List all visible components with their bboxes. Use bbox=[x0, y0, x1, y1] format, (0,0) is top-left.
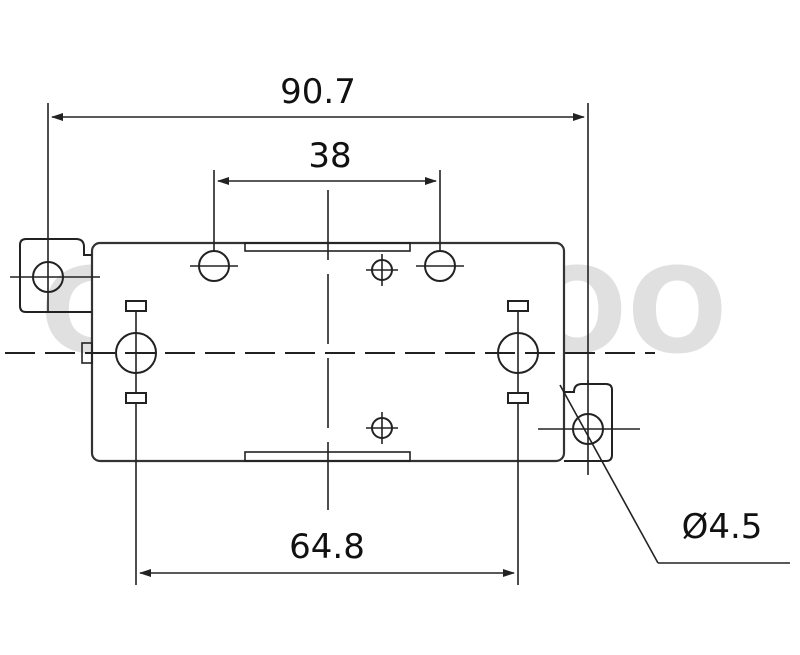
dimension-bottom-spacing: 64.8 bbox=[135, 403, 519, 585]
dimension-top-hole-spacing: 38 bbox=[213, 136, 441, 251]
left-ear-outline bbox=[19, 238, 92, 313]
small-pin-top bbox=[366, 254, 398, 286]
label-bottom-spacing: 64.8 bbox=[289, 527, 365, 567]
right-ear-outline bbox=[564, 383, 613, 462]
left-terminal bbox=[115, 300, 157, 404]
label-hole-diameter: Ø4.5 bbox=[682, 507, 763, 547]
dimension-overall-width: 90.7 bbox=[47, 72, 589, 384]
label-overall-width: 90.7 bbox=[280, 72, 356, 112]
left-mounting-ear bbox=[10, 225, 100, 313]
small-pin-bottom bbox=[366, 412, 398, 444]
label-top-hole-spacing: 38 bbox=[308, 136, 351, 176]
right-mounting-ear bbox=[538, 380, 640, 475]
dimension-hole-diameter: Ø4.5 bbox=[559, 384, 790, 564]
